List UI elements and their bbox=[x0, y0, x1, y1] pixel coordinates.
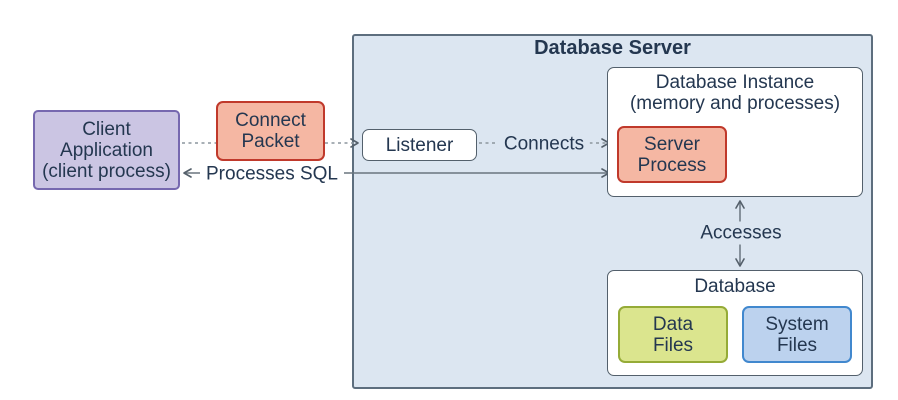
client-application-label-line2: Application bbox=[60, 139, 153, 161]
data-files-label-line1: Data bbox=[652, 313, 694, 335]
database-server-title: Database Server bbox=[534, 37, 691, 59]
client-application-node: Client Application (client process) bbox=[33, 110, 180, 190]
connect-packet-label-line2: Packet bbox=[241, 131, 300, 152]
server-process-node: Server Process bbox=[617, 126, 727, 183]
accesses-edge-label: Accesses bbox=[694, 221, 788, 245]
system-files-node: System Files bbox=[742, 306, 852, 363]
client-application-label-line1: Client bbox=[82, 118, 131, 140]
connect-packet-label-line1: Connect bbox=[235, 110, 306, 131]
system-files-label-line2: Files bbox=[776, 334, 818, 356]
listener-label: Listener bbox=[385, 134, 454, 156]
connect-packet-node: Connect Packet bbox=[216, 101, 325, 161]
server-process-label-line1: Server bbox=[644, 133, 700, 155]
listener-node: Listener bbox=[362, 129, 477, 161]
processes-sql-edge-label: Processes SQL bbox=[200, 162, 344, 186]
database-instance-title-line1: Database Instance bbox=[655, 72, 815, 93]
system-files-label-line1: System bbox=[765, 313, 829, 335]
data-files-node: Data Files bbox=[618, 306, 728, 363]
database-instance-title: Database Instance (memory and processes) bbox=[607, 72, 863, 114]
client-application-label-line3: (client process) bbox=[42, 160, 171, 182]
connects-edge-label: Connects bbox=[497, 132, 591, 156]
database-instance-title-line2: (memory and processes) bbox=[629, 93, 841, 114]
data-files-label-line2: Files bbox=[652, 334, 694, 356]
server-process-label-line2: Process bbox=[637, 154, 707, 176]
database-title: Database bbox=[694, 276, 776, 297]
